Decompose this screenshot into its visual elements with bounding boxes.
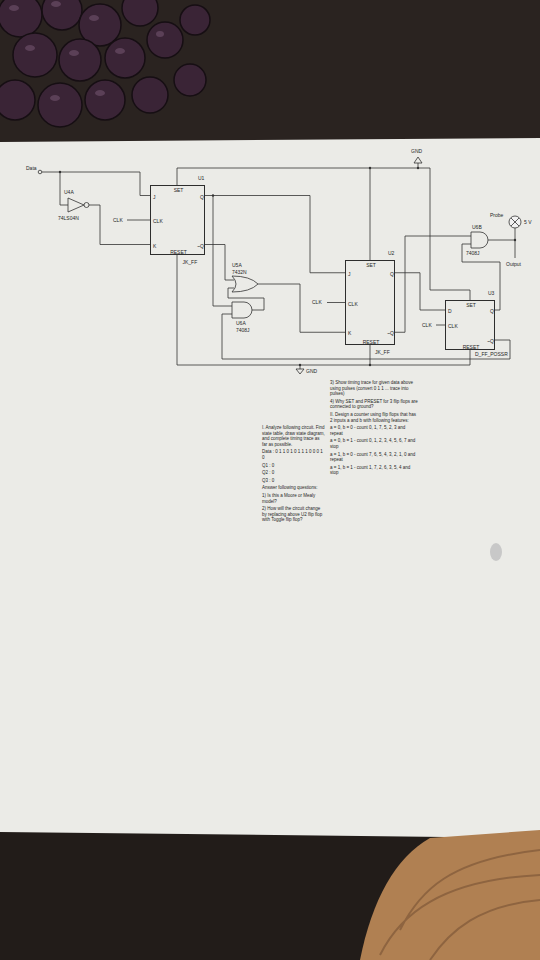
signal-label: CLK [113, 217, 123, 223]
wood-grain [380, 850, 540, 960]
smudge [490, 543, 502, 561]
signal-label: CLK [422, 322, 432, 328]
pin-label: J [153, 194, 156, 200]
signal-label: GND [411, 148, 422, 154]
pin-label: D [448, 308, 452, 314]
question-text: I. Analyze following circuit. Find state… [262, 425, 326, 447]
or-gate [232, 276, 258, 292]
grape-cluster [0, 0, 210, 127]
pin-label: SET [174, 187, 184, 193]
ground-symbol [414, 157, 422, 163]
wooden-table [360, 830, 540, 960]
question-text: 1) Is this a Moore or Mealy model? [262, 493, 326, 504]
question-text: Q3 : 0 [262, 478, 326, 484]
signal-label: 5 V [524, 219, 532, 225]
ref-designator: U2 [388, 250, 394, 256]
pin-label: ~Q [197, 243, 204, 249]
pin-label: SET [466, 302, 476, 308]
question-text: Data : 0 1 1 0 1 0 1 1 1 0 0 0 1 0 [262, 449, 326, 460]
pin-label: RESET [463, 344, 480, 350]
question-text: Q1 : 0 [262, 463, 326, 469]
and-gate [232, 302, 252, 318]
signal-label: 74LS04N [58, 215, 79, 221]
pin-label: CLK [348, 301, 358, 307]
question-column: 3) Show timing trace for given data abov… [330, 380, 418, 478]
ref-designator: U1 [198, 175, 204, 181]
signal-label: 7408J [466, 250, 480, 256]
signal-label: U5A [232, 262, 242, 268]
signal-label: Data [26, 165, 37, 171]
question-column: I. Analyze following circuit. Find state… [262, 425, 326, 525]
pin-label: ~Q [387, 330, 394, 336]
pin-label: SET [366, 262, 376, 268]
question-text: a = 1, b = 0 - count 7, 6, 5, 4, 3, 2, 1… [330, 452, 418, 463]
probe-symbol [509, 216, 521, 228]
signal-label: CLK [312, 299, 322, 305]
question-text: Q2 : 0 [262, 470, 326, 476]
ref-designator: U3 [488, 290, 494, 296]
pin-label: Q [390, 271, 394, 277]
signal-label: Probe [490, 212, 503, 218]
and-gate [471, 232, 488, 248]
jk-flip-flop: U1SETJCLKKRESETQ~QJK_FF [150, 185, 205, 255]
question-text: 4) Why SET and PRESET for 3 flip flops a… [330, 399, 418, 410]
pin-label: Q [200, 194, 204, 200]
pin-label: CLK [448, 323, 458, 329]
paper-sheet [0, 138, 540, 838]
wire-connector [205, 196, 345, 273]
pin-label: K [153, 243, 156, 249]
part-type: JK_FF [183, 259, 198, 265]
data-source-terminal [38, 170, 42, 174]
junction-dots [59, 167, 516, 366]
pin-label: RESET [170, 249, 187, 255]
pin-label: K [348, 330, 351, 336]
signal-label: 7432N [232, 269, 247, 275]
signal-label: U4A [64, 189, 74, 195]
question-text: 3) Show timing trace for given data abov… [330, 380, 418, 397]
d-flip-flop: U3SETDCLKRESETQ~QD_FF_POSSR [445, 300, 495, 350]
part-type: JK_FF [375, 349, 390, 355]
pin-label: RESET [363, 339, 380, 345]
pin-label: Q [490, 308, 494, 314]
question-text: II. Design a counter using flip flops th… [330, 412, 418, 423]
question-text: Answer following questions: [262, 485, 326, 491]
dark-backdrop [0, 0, 540, 142]
inverter-gate [68, 198, 89, 212]
grape-highlights [9, 1, 164, 101]
question-text: a = 1, b = 1 - count 1, 7, 2, 6, 3, 5, 4… [330, 465, 418, 476]
question-text: 2) How will the circuit change by replac… [262, 506, 326, 523]
pin-label: ~Q [487, 338, 494, 344]
question-text: a = 0, b = 0 - count 0, 1, 7, 5, 2, 3 an… [330, 425, 418, 436]
signal-label: 7408J [236, 327, 250, 333]
signal-label: U6A [236, 320, 246, 326]
signal-label: U6B [472, 224, 482, 230]
signal-label: Output [506, 261, 521, 267]
jk-flip-flop: U2SETJCLKKRESETQ~QJK_FF [345, 260, 395, 345]
question-text: a = 0, b = 1 - count 0, 1, 2, 3, 4, 5, 6… [330, 438, 418, 449]
ground-symbol [296, 369, 304, 374]
pin-label: J [348, 271, 351, 277]
wire [42, 163, 515, 369]
part-type: D_FF_POSSR [475, 351, 508, 357]
pin-label: CLK [153, 218, 163, 224]
wire-connector [395, 273, 445, 310]
signal-label: GND [306, 368, 317, 374]
